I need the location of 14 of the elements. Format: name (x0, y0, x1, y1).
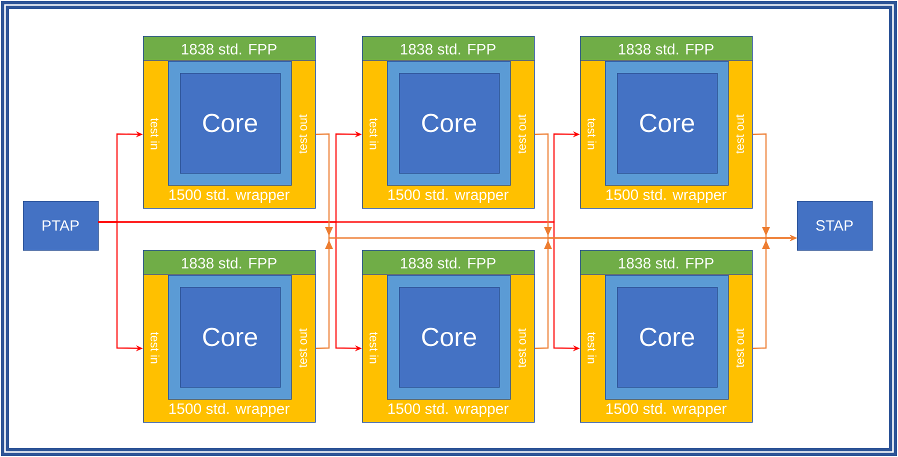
port-box: STAP (797, 201, 873, 251)
port-box: PTAP (23, 201, 99, 251)
core-box: Core (180, 73, 281, 174)
core-box: Core (180, 287, 281, 388)
core-box: Core (399, 73, 500, 174)
fpp-band: 1838 std. FPP (580, 250, 753, 275)
core-box: Core (617, 287, 718, 388)
core-box: Core (399, 287, 500, 388)
core-box: Core (617, 73, 718, 174)
fpp-band: 1838 std. FPP (362, 36, 535, 61)
fpp-band: 1838 std. FPP (143, 36, 316, 61)
fpp-band: 1838 std. FPP (580, 36, 753, 61)
fpp-band: 1838 std. FPP (362, 250, 535, 275)
fpp-band: 1838 std. FPP (143, 250, 316, 275)
